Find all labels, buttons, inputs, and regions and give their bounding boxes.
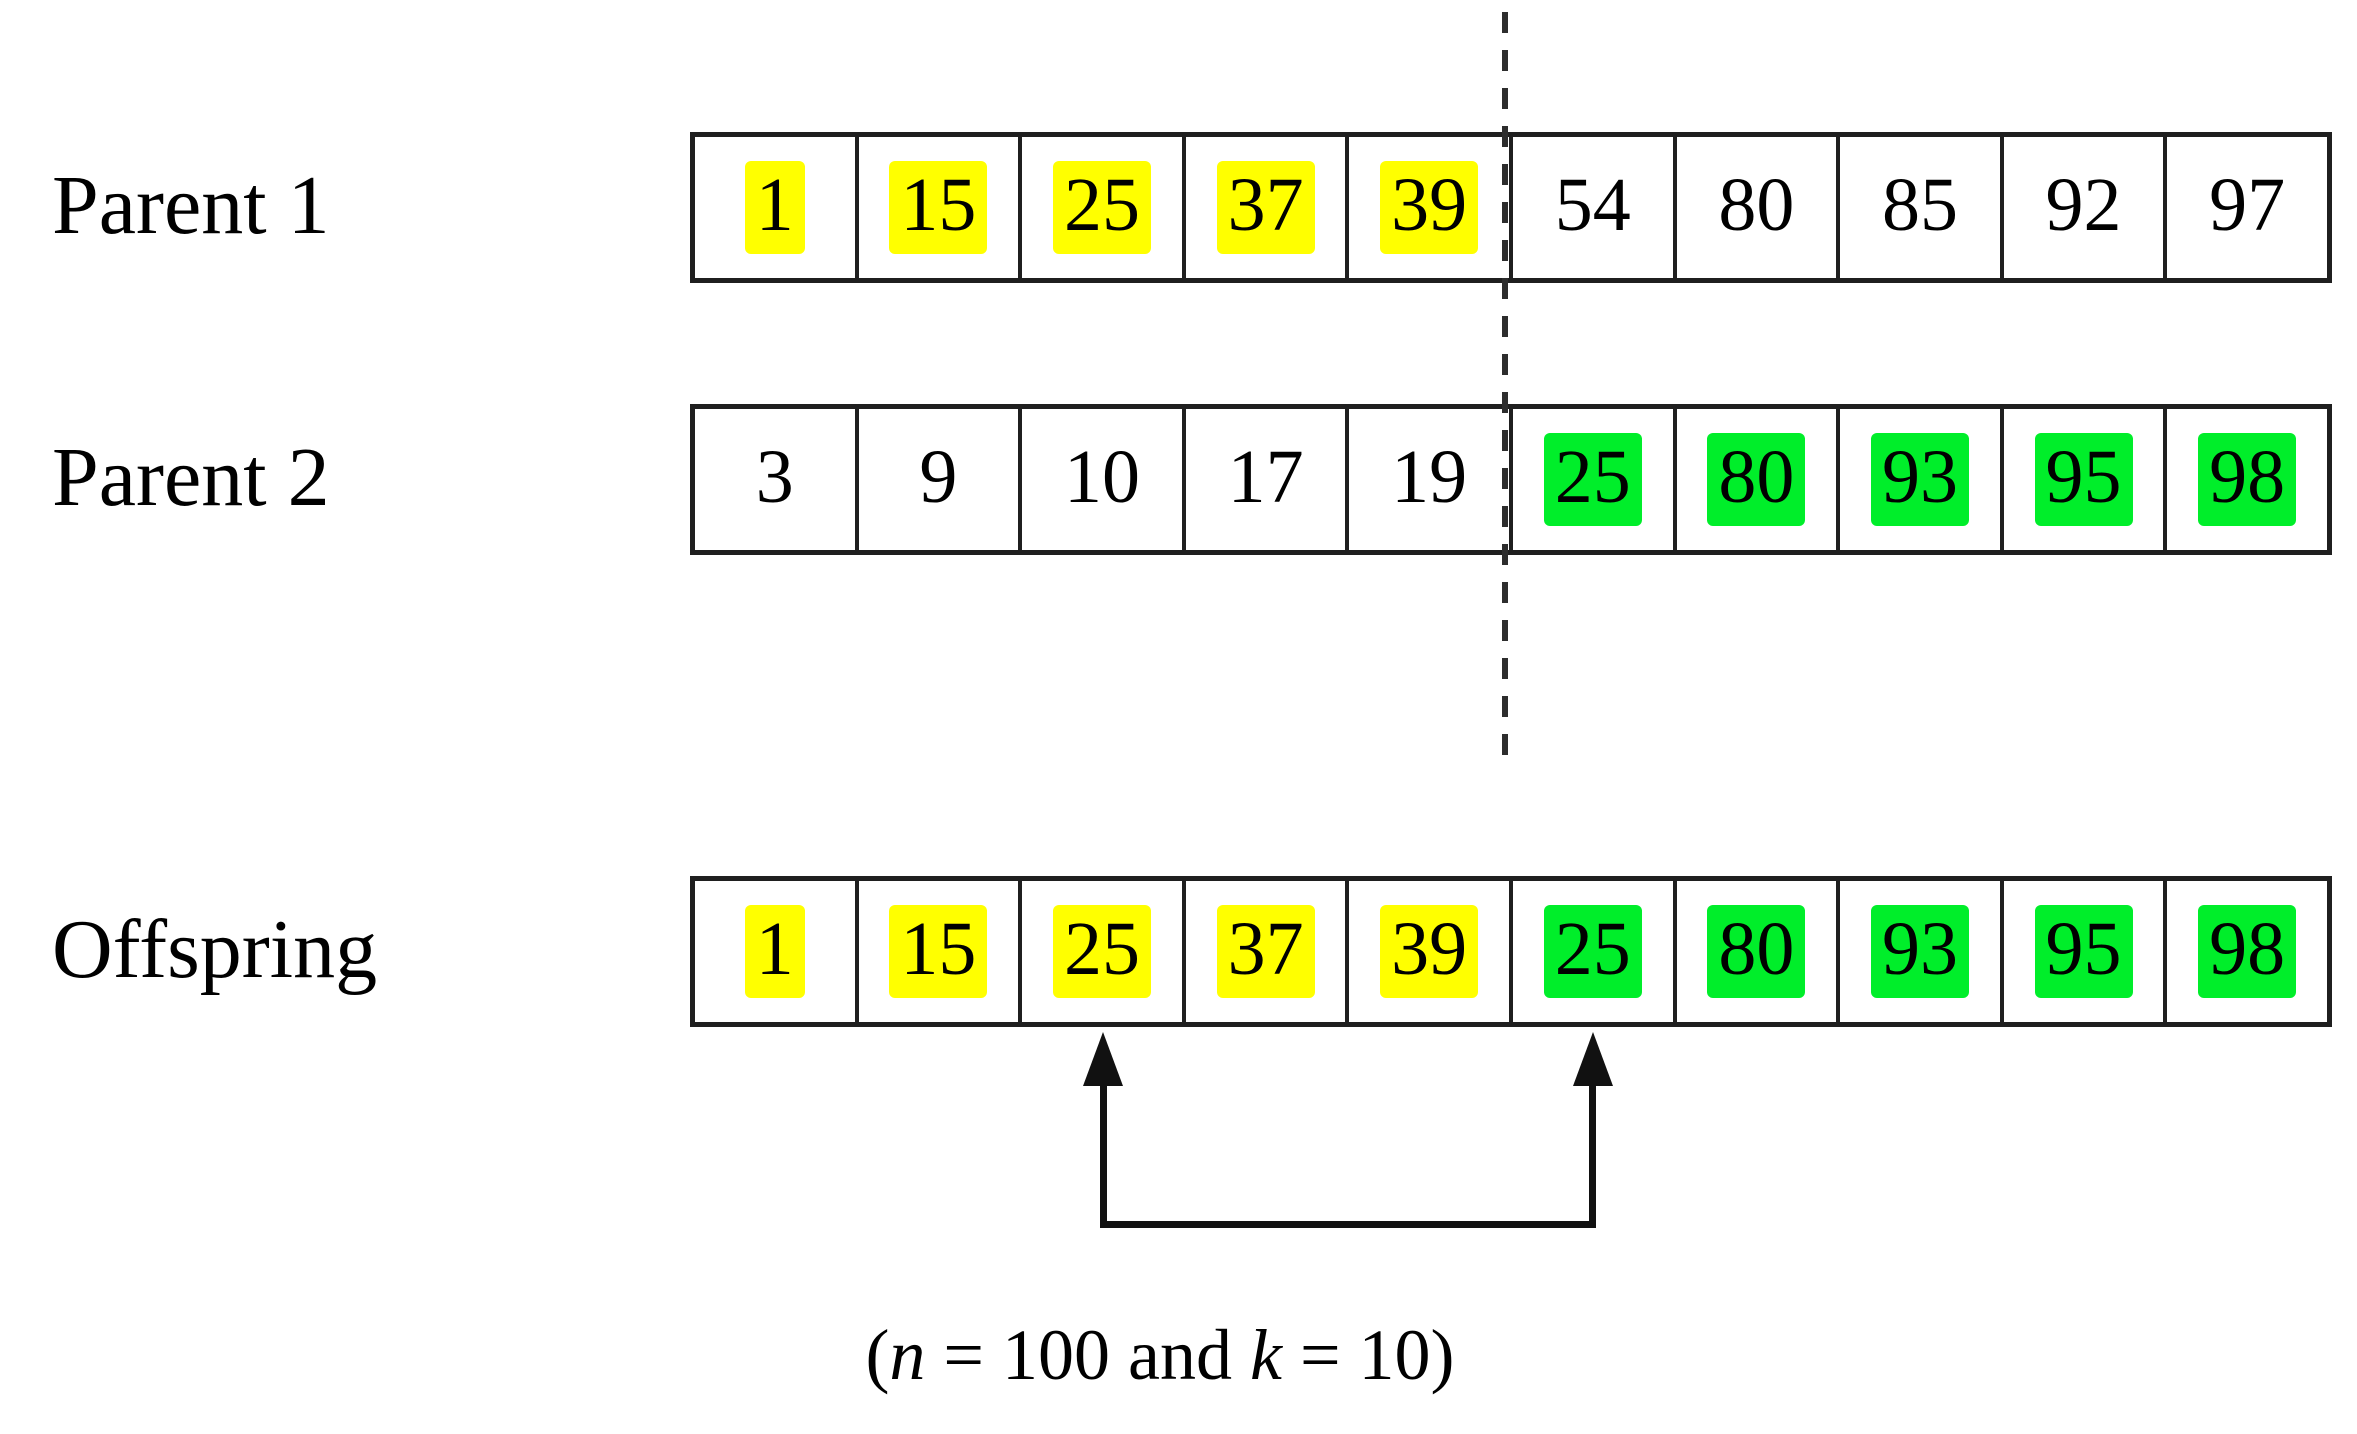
gene-value: 17 <box>1227 435 1304 520</box>
gene-value: 37 <box>1216 905 1315 998</box>
crossover-point-dashed-line <box>1502 12 1508 758</box>
gene-value: 80 <box>1718 163 1795 248</box>
gene-value: 95 <box>2034 905 2133 998</box>
caption-text: ( <box>865 1315 890 1395</box>
gene-cell: 85 <box>1836 137 2000 278</box>
gene-cell: 19 <box>1345 409 1509 550</box>
gene-cell: 10 <box>1018 409 1182 550</box>
gene-cell: 25 <box>1018 881 1182 1022</box>
gene-cell: 1 <box>695 137 855 278</box>
parameters-caption: (n = 100 and k = 10) <box>690 1315 1630 1395</box>
gene-cell: 3 <box>695 409 855 550</box>
gene-value: 15 <box>889 905 988 998</box>
row-label-parent-1: Parent 1 <box>52 159 330 252</box>
gene-cell: 80 <box>1672 409 1837 550</box>
duplicate-link-bottom-line <box>1099 1221 1597 1228</box>
gene-cell: 37 <box>1181 137 1346 278</box>
gene-value: 98 <box>2198 433 2297 526</box>
gene-cell: 1 <box>695 881 855 1022</box>
gene-cell: 98 <box>2163 409 2327 550</box>
row-label-offspring: Offspring <box>52 903 378 996</box>
gene-value: 25 <box>1543 433 1642 526</box>
gene-value: 1 <box>744 905 805 998</box>
gene-cell: 80 <box>1672 881 1837 1022</box>
gene-value: 54 <box>1554 163 1631 248</box>
gene-value: 93 <box>1870 905 1969 998</box>
gene-cell: 25 <box>1508 409 1673 550</box>
gene-cell: 95 <box>1999 881 2164 1022</box>
gene-cell: 25 <box>1508 881 1673 1022</box>
gene-cell: 80 <box>1672 137 1837 278</box>
gene-cell: 9 <box>854 409 1019 550</box>
caption-variable: k <box>1249 1315 1282 1395</box>
gene-value: 37 <box>1216 161 1315 254</box>
gene-cell: 39 <box>1345 881 1509 1022</box>
gene-cell: 37 <box>1181 881 1346 1022</box>
gene-value: 39 <box>1380 905 1479 998</box>
gene-value: 1 <box>744 161 805 254</box>
gene-cell: 54 <box>1508 137 1673 278</box>
gene-cell: 39 <box>1345 137 1509 278</box>
parent-2-gene-strip: 3 9 10 17 19 25 80 93 95 98 <box>690 404 2332 555</box>
gene-value: 92 <box>2045 163 2122 248</box>
offspring-gene-strip: 1 15 25 37 39 25 80 93 95 98 <box>690 876 2332 1027</box>
gene-value: 25 <box>1052 161 1151 254</box>
gene-cell: 95 <box>1999 409 2164 550</box>
gene-cell: 93 <box>1836 881 2000 1022</box>
gene-value: 25 <box>1052 905 1151 998</box>
gene-value: 85 <box>1881 163 1958 248</box>
gene-value: 80 <box>1707 905 1806 998</box>
gene-value: 19 <box>1391 435 1468 520</box>
gene-cell: 15 <box>854 137 1019 278</box>
caption-text: = 10) <box>1281 1315 1455 1395</box>
gene-cell: 92 <box>1999 137 2164 278</box>
gene-value: 80 <box>1707 433 1806 526</box>
gene-value: 15 <box>889 161 988 254</box>
gene-value: 39 <box>1380 161 1479 254</box>
parent-1-gene-strip: 1 15 25 37 39 54 80 85 92 97 <box>690 132 2332 283</box>
gene-value: 3 <box>755 435 794 520</box>
gene-cell: 93 <box>1836 409 2000 550</box>
duplicate-link-right-line <box>1589 1070 1597 1228</box>
gene-cell: 25 <box>1018 137 1182 278</box>
caption-text: = 100 and <box>925 1315 1250 1395</box>
gene-value: 97 <box>2209 163 2286 248</box>
gene-value: 93 <box>1870 433 1969 526</box>
gene-value: 10 <box>1063 435 1140 520</box>
gene-cell: 15 <box>854 881 1019 1022</box>
gene-value: 98 <box>2198 905 2297 998</box>
gene-cell: 98 <box>2163 881 2327 1022</box>
caption-variable: n <box>889 1315 926 1395</box>
row-label-parent-2: Parent 2 <box>52 431 330 524</box>
duplicate-link-left-line <box>1099 1070 1107 1228</box>
gene-value: 9 <box>919 435 958 520</box>
gene-cell: 17 <box>1181 409 1346 550</box>
gene-value: 25 <box>1543 905 1642 998</box>
gene-cell: 97 <box>2163 137 2327 278</box>
gene-value: 95 <box>2034 433 2133 526</box>
